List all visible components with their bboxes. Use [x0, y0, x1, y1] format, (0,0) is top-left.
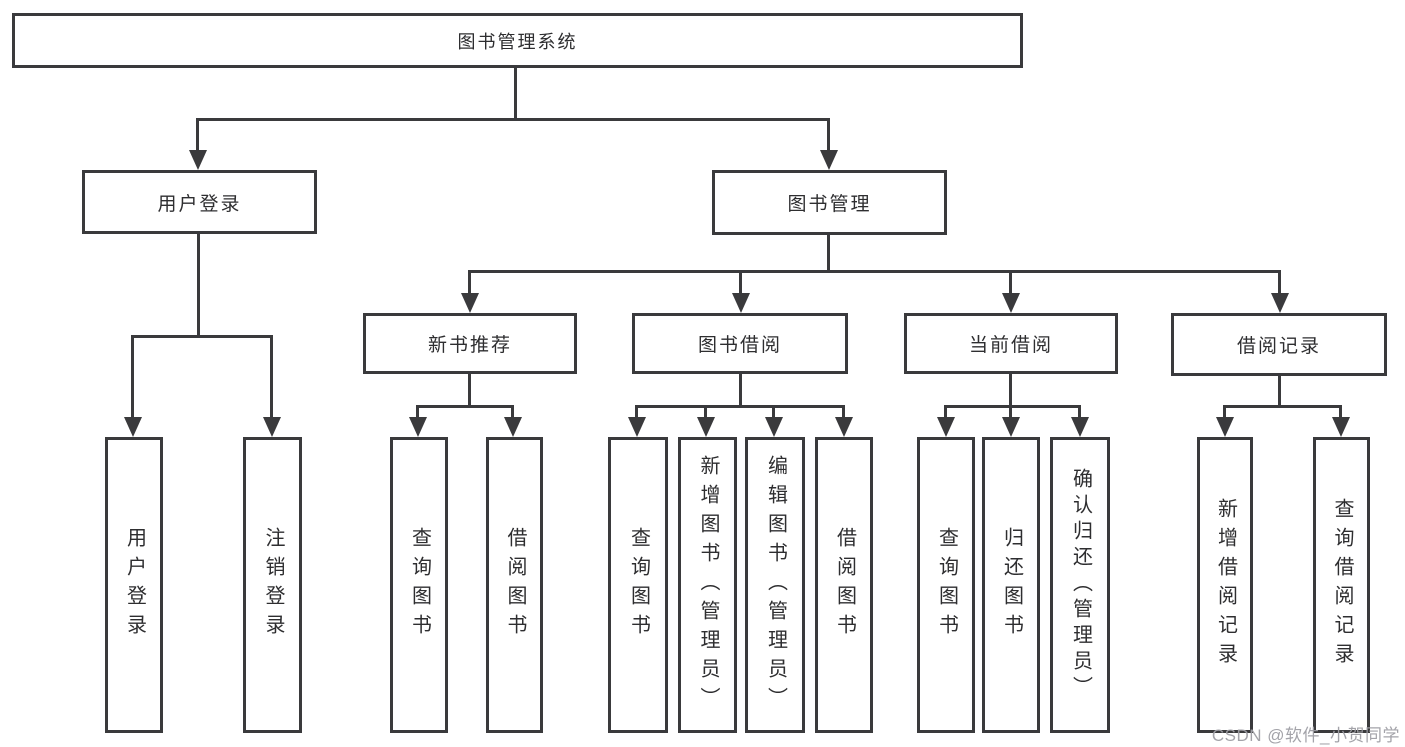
arrow-down-icon [1002, 417, 1020, 437]
node-current-borrow: 当前借阅 [904, 313, 1118, 374]
arrow-down-icon [628, 417, 646, 437]
node-label: 图书管理 [787, 194, 872, 215]
connector-line [131, 335, 273, 338]
connector-line [511, 405, 514, 420]
node-label: 借阅记录 [1236, 336, 1321, 357]
connector-line [1278, 375, 1281, 405]
connector-line [1223, 405, 1342, 408]
arrow-down-icon [1271, 293, 1289, 313]
arrow-down-icon [504, 417, 522, 437]
leaf-br-query-record: 查询借阅记录 [1313, 437, 1370, 733]
connector-line [1009, 374, 1012, 405]
node-user-login: 用户登录 [82, 170, 317, 234]
watermark-text: CSDN @软件_小贺同学 [1211, 726, 1400, 745]
node-label: 归还图书 [1000, 527, 1023, 643]
node-label: 新书推荐 [427, 335, 512, 356]
connector-line [468, 270, 1281, 273]
node-label: 查询图书 [935, 527, 958, 643]
connector-line [416, 405, 514, 408]
leaf-nbr-query-books: 查询图书 [390, 437, 448, 733]
leaf-user-login: 用户登录 [105, 437, 163, 733]
leaf-bb-edit-book-admin: 编辑图书（管理员） [745, 437, 805, 733]
leaf-bb-add-book-admin: 新增图书（管理员） [678, 437, 737, 733]
connector-line [196, 118, 199, 154]
node-borrow-record: 借阅记录 [1171, 313, 1387, 376]
arrow-down-icon [937, 417, 955, 437]
connector-line [468, 270, 471, 296]
node-label: 图书管理系统 [457, 31, 578, 52]
arrow-down-icon [189, 150, 207, 170]
connector-line [131, 335, 134, 419]
connector-line [1223, 405, 1226, 420]
connector-line [1339, 405, 1342, 420]
node-book-management: 图书管理 [712, 170, 947, 235]
arrow-down-icon [263, 417, 281, 437]
connector-line [827, 118, 830, 154]
connector-line [1078, 405, 1081, 420]
connector-line [635, 405, 638, 420]
node-label: 查询图书 [408, 527, 431, 643]
connector-line [739, 270, 742, 296]
leaf-bb-borrow-books: 借阅图书 [815, 437, 873, 733]
connector-line [468, 374, 471, 405]
connector-line [739, 374, 742, 405]
node-label: 借阅图书 [504, 527, 526, 643]
connector-line [514, 68, 517, 118]
arrow-down-icon [697, 417, 715, 437]
connector-line [197, 233, 200, 335]
connector-line [842, 405, 845, 420]
arrow-down-icon [1071, 417, 1089, 437]
node-label: 查询借阅记录 [1331, 498, 1353, 672]
leaf-cb-confirm-return-admin: 确认归还（管理员） [1050, 437, 1110, 733]
arrow-down-icon [765, 417, 783, 437]
arrow-down-icon [1002, 293, 1020, 313]
node-label: 查询图书 [627, 527, 650, 643]
arrow-down-icon [835, 417, 853, 437]
node-label: 确认归还（管理员） [1069, 468, 1092, 702]
connector-line [1009, 405, 1012, 420]
arrow-down-icon [1332, 417, 1350, 437]
node-label: 新增图书（管理员） [697, 454, 719, 716]
node-label: 注销登录 [262, 527, 284, 643]
arrow-down-icon [409, 417, 427, 437]
connector-line [270, 335, 273, 419]
arrow-down-icon [820, 150, 838, 170]
leaf-logout: 注销登录 [243, 437, 302, 733]
connector-line [944, 405, 947, 420]
node-label: 用户登录 [157, 193, 242, 215]
leaf-br-add-record: 新增借阅记录 [1197, 437, 1253, 733]
leaf-bb-query-books: 查询图书 [608, 437, 668, 733]
node-label: 编辑图书（管理员） [764, 454, 787, 716]
leaf-cb-return-books: 归还图书 [982, 437, 1040, 733]
leaf-cb-query-books: 查询图书 [917, 437, 975, 733]
node-book-borrow: 图书借阅 [632, 313, 848, 374]
leaf-nbr-borrow-books: 借阅图书 [486, 437, 543, 733]
arrow-down-icon [732, 293, 750, 313]
connector-line [1278, 270, 1281, 296]
connector-line [1009, 270, 1012, 296]
connector-line [196, 118, 830, 121]
connector-line [772, 405, 775, 420]
arrow-down-icon [461, 293, 479, 313]
arrow-down-icon [124, 417, 142, 437]
node-label: 借阅图书 [833, 527, 856, 643]
node-label: 当前借阅 [968, 335, 1053, 356]
connector-line [635, 405, 845, 408]
node-label: 图书借阅 [697, 335, 782, 356]
node-root: 图书管理系统 [12, 13, 1023, 68]
connector-line [944, 405, 1081, 408]
connector-line [416, 405, 419, 420]
node-label: 用户登录 [123, 527, 146, 643]
node-label: 新增借阅记录 [1214, 498, 1237, 672]
node-new-book-recommend: 新书推荐 [363, 313, 577, 374]
connector-line [704, 405, 707, 420]
connector-line [827, 235, 830, 272]
arrow-down-icon [1216, 417, 1234, 437]
